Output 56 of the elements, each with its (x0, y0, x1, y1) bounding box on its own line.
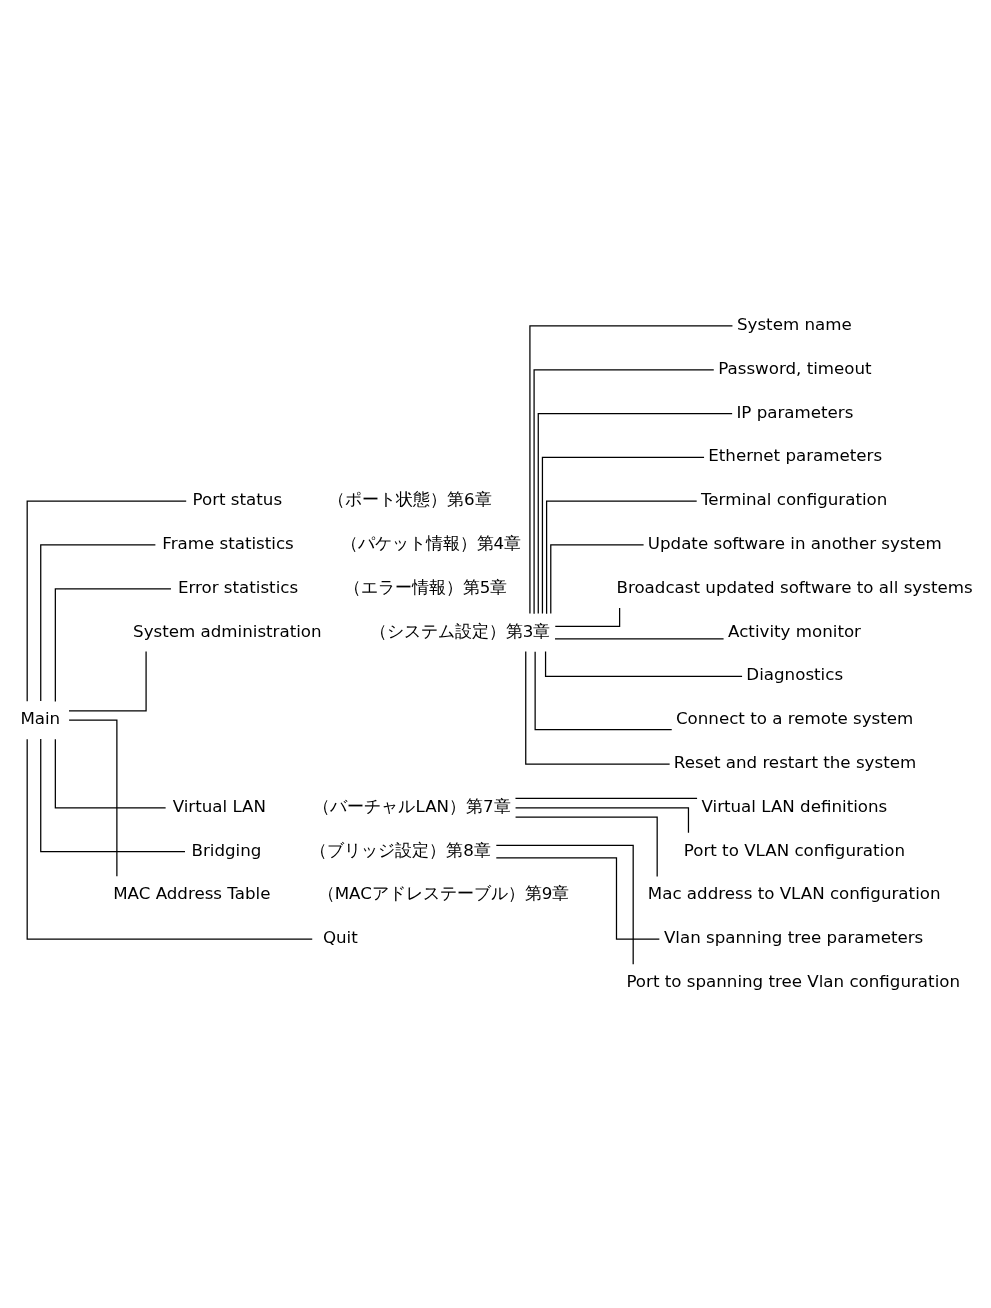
node-text: Bridging (191, 840, 262, 860)
node-label: （エラー情報）第5章 (343, 577, 508, 597)
node-text: Main (20, 708, 61, 728)
node-text: Password, timeout (718, 358, 872, 378)
node-text: Update software in another system (647, 533, 942, 553)
node-text: Broadcast updated software to all systems (616, 577, 973, 597)
connector (26, 500, 187, 702)
connector (544, 650, 743, 677)
connector (495, 856, 660, 940)
connector (40, 737, 186, 852)
node-text: System administration (133, 621, 322, 641)
node-text: Vlan spanning tree parameters (663, 927, 924, 947)
node-text: Connect to a remote system (675, 708, 914, 728)
node-label: （システム設定）第3章 (369, 621, 551, 641)
node-text: System name (736, 314, 852, 334)
connector (54, 587, 172, 702)
connector (533, 368, 715, 614)
node-label: （パケット情報）第4章 (340, 533, 522, 553)
node-text: Reset and restart the system (673, 752, 917, 772)
connector (546, 500, 698, 614)
connector (40, 543, 156, 702)
node-text: Frame statistics (162, 533, 294, 553)
node-text: MAC Address Table (113, 883, 271, 903)
connector (514, 806, 690, 833)
node-text: Virtual LAN (172, 796, 267, 816)
node-text: Terminal configuration (700, 489, 888, 509)
connector (525, 650, 671, 765)
node-text: Quit (322, 927, 358, 947)
node-label: （MACアドレステーブル）第9章 (317, 883, 570, 903)
node-text: Activity monitor (728, 621, 861, 641)
node-label: （ポート状態）第6章 (328, 489, 492, 509)
node-label: （バーチャルLAN）第7章 (313, 796, 511, 816)
node-text: Port status (192, 489, 283, 509)
connector (514, 816, 658, 877)
connector (68, 719, 118, 877)
node-text: Virtual LAN definitions (701, 796, 888, 816)
connector (550, 543, 645, 614)
connector (54, 738, 167, 808)
node-text: IP parameters (736, 402, 854, 422)
connector (26, 738, 313, 940)
connector (537, 412, 733, 614)
node-text: Error statistics (177, 577, 299, 597)
connector (541, 456, 705, 614)
node-text: Diagnostics (746, 664, 844, 684)
connector (529, 324, 734, 614)
node-text: Ethernet parameters (708, 445, 883, 465)
connector (554, 637, 725, 639)
connector (534, 650, 673, 730)
connector (554, 606, 621, 627)
connector (495, 844, 634, 965)
connector (514, 797, 698, 799)
node-text: Mac address to VLAN configuration (647, 883, 941, 903)
node-text: Port to spanning tree Vlan configuration (626, 971, 961, 991)
node-text: Port to VLAN configuration (683, 840, 905, 860)
connector (68, 650, 147, 711)
node-label: （ブリッジ設定）第8章 (310, 840, 491, 860)
